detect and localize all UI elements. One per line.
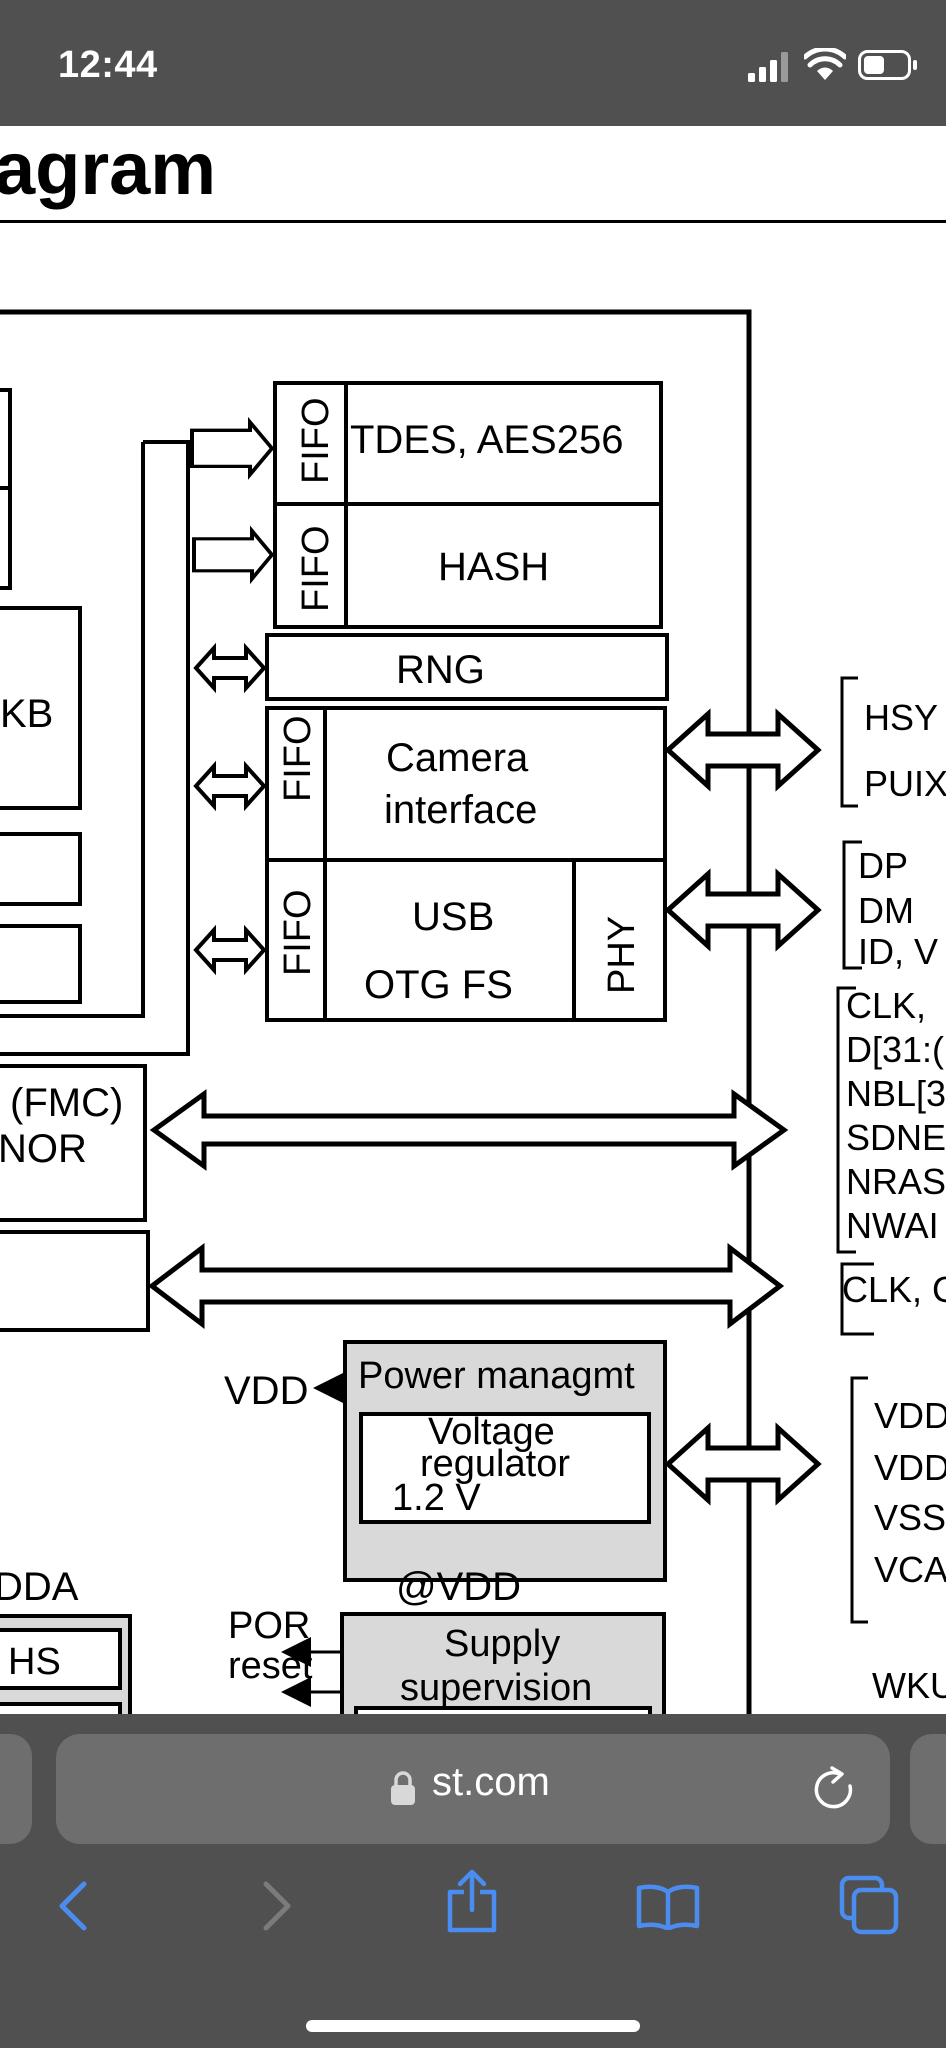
pin-puix: PUIX	[864, 763, 946, 804]
wifi-icon	[804, 48, 846, 80]
hash-label: HASH	[438, 545, 549, 589]
fifo-label: FIFO	[295, 397, 337, 484]
fifo-label: FIFO	[277, 889, 319, 976]
previous-tab-preview[interactable]	[0, 1734, 32, 1844]
page-content[interactable]: agram KB (FMC) NOR FIFO FIFO TDES, AES25…	[0, 126, 946, 1714]
phy-label: PHY	[601, 916, 643, 994]
pin-d31: D[31:(	[846, 1029, 944, 1070]
reload-icon[interactable]	[810, 1766, 856, 1812]
fifo-label: FIFO	[277, 715, 319, 802]
usb-label-1: USB	[412, 895, 494, 939]
block-diagram: KB (FMC) NOR FIFO FIFO TDES, AES256 HASH…	[0, 309, 946, 1714]
tdes-label: TDES, AES256	[350, 418, 623, 462]
pin-clk: CLK,	[846, 985, 926, 1026]
signal-icon	[748, 52, 788, 82]
pin-vdd: VDD	[874, 1395, 946, 1436]
pin-vdd: VDD	[874, 1447, 946, 1488]
voltage-label-2: regulator	[420, 1443, 570, 1485]
home-indicator[interactable]	[306, 2020, 640, 2032]
camera-label-1: Camera	[386, 736, 529, 780]
pin-nwai: NWAI	[846, 1205, 939, 1246]
hs-label: HS	[8, 1641, 61, 1683]
address-bar[interactable]: st.com	[56, 1734, 890, 1844]
pin-clk2: CLK, C	[842, 1269, 946, 1310]
share-icon[interactable]	[446, 1868, 498, 1934]
pin-dp: DP	[858, 845, 908, 886]
pin-vca: VCA	[874, 1549, 946, 1590]
pin-hsy: HSY	[864, 697, 938, 738]
pin-id-v: ID, V	[858, 931, 938, 972]
lock-icon	[391, 1771, 415, 1805]
at-vdd-label: @VDD	[396, 1565, 521, 1609]
browser-toolbar: st.com	[0, 1714, 946, 2048]
back-icon[interactable]	[54, 1880, 94, 1932]
bookmarks-icon[interactable]	[636, 1882, 700, 1930]
pin-dm: DM	[858, 890, 914, 931]
pin-sdne: SDNE	[846, 1117, 946, 1158]
forward-icon[interactable]	[256, 1880, 296, 1932]
vdda-label: DDA	[0, 1565, 79, 1609]
pin-nbl: NBL[3	[846, 1073, 946, 1114]
page-title: agram	[0, 127, 217, 210]
supply-label-2: supervision	[400, 1667, 592, 1709]
supply-label-1: Supply	[444, 1623, 560, 1665]
power-label: Power managmt	[358, 1355, 635, 1397]
por-label: POR	[228, 1605, 310, 1647]
kb-label: KB	[0, 692, 53, 736]
tabs-icon[interactable]	[838, 1874, 900, 1936]
camera-label-2: interface	[384, 788, 537, 832]
pin-nras: NRAS	[846, 1161, 946, 1202]
battery-icon	[858, 50, 917, 80]
next-tab-preview[interactable]	[910, 1734, 946, 1844]
rng-label: RNG	[396, 648, 485, 692]
address-text: st.com	[432, 1760, 550, 1804]
voltage-label-3: 1.2 V	[392, 1477, 481, 1519]
vdd-label: VDD	[224, 1369, 308, 1413]
pin-wku: WKU	[872, 1665, 946, 1706]
pin-vss: VSS	[874, 1497, 946, 1538]
voltage-label-1: Voltage	[428, 1411, 555, 1453]
status-time: 12:44	[58, 44, 158, 86]
fmc-label-1: (FMC)	[10, 1081, 123, 1125]
fmc-label-2: NOR	[0, 1127, 87, 1171]
status-bar: 12:44	[0, 0, 946, 126]
heading-rule	[0, 220, 946, 223]
fifo-label: FIFO	[295, 525, 337, 612]
usb-label-2: OTG FS	[364, 963, 513, 1007]
